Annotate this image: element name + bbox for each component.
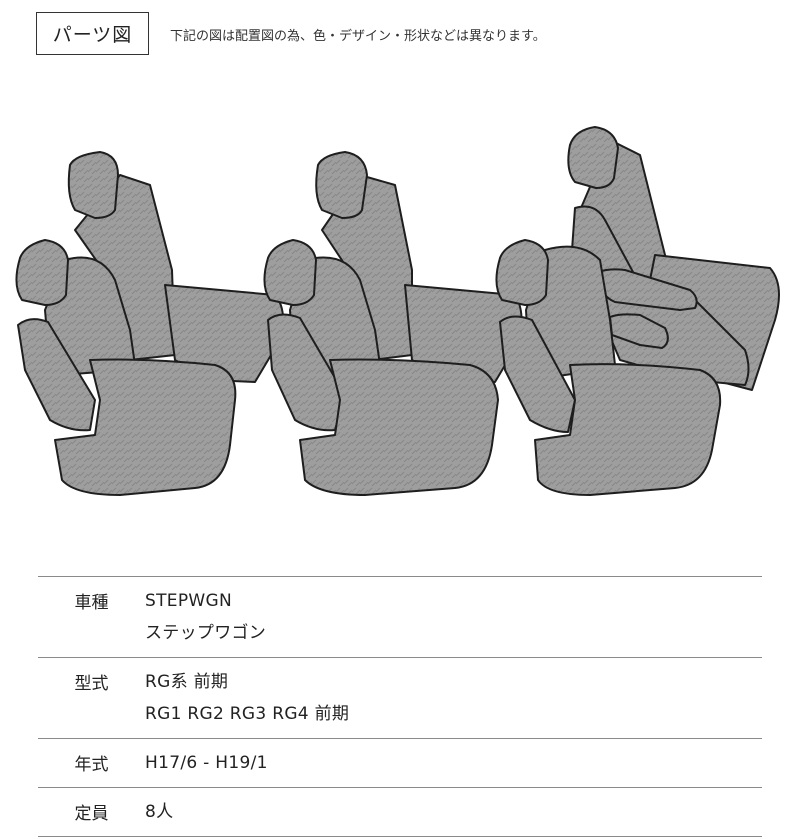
- spec-row-model: 車種 STEPWGN ステップワゴン: [38, 577, 762, 658]
- spec-value: RG系 前期: [145, 672, 229, 692]
- third-row-left-headrest: [495, 239, 549, 306]
- second-row-left-headrest: [263, 239, 317, 306]
- spec-values: RG系 前期 RG1 RG2 RG3 RG4 前期: [145, 658, 762, 738]
- parts-diagram-label: パーツ図: [36, 12, 149, 55]
- front-left-side-bolster: [17, 318, 96, 432]
- second-row-right-backrest: [321, 174, 413, 361]
- front-left-cushion: [54, 358, 237, 496]
- spec-value: 8人: [145, 802, 174, 822]
- front-right-headrest: [67, 151, 119, 219]
- seat-parts-diagram: [15, 126, 780, 496]
- spec-values: STEPWGN ステップワゴン: [145, 577, 762, 657]
- armrest-lower: [609, 313, 669, 349]
- spec-value: H17/6 - H19/1: [145, 753, 268, 773]
- spec-label: 定員: [74, 804, 109, 824]
- spec-row-capacity: 定員 8人: [38, 788, 762, 837]
- front-left-headrest: [15, 239, 69, 306]
- third-row-left-side-bolster: [499, 315, 576, 433]
- spec-label: 車種: [74, 593, 109, 613]
- spec-value: RG1 RG2 RG3 RG4 前期: [145, 704, 350, 724]
- spec-table: 車種 STEPWGN ステップワゴン 型式 RG系 前期 RG1 RG2 RG3…: [38, 576, 762, 837]
- third-row-left-cushion: [534, 363, 722, 496]
- spec-value: STEPWGN: [145, 591, 232, 611]
- spec-label: 型式: [74, 674, 109, 694]
- spec-label: 年式: [74, 755, 109, 775]
- spec-value: ステップワゴン: [145, 623, 267, 643]
- parts-diagram-label-text: パーツ図: [52, 24, 133, 46]
- spec-row-type: 型式 RG系 前期 RG1 RG2 RG3 RG4 前期: [38, 658, 762, 739]
- front-seat-group: [15, 151, 285, 496]
- diagram-notice: 下記の図は配置図の為、色・デザイン・形状などは異なります。: [170, 29, 546, 44]
- second-row-right-headrest: [315, 151, 368, 219]
- third-row-right-headrest: [567, 126, 619, 189]
- front-right-backrest: [74, 174, 176, 361]
- second-row-left-cushion: [299, 358, 499, 496]
- third-row-seat-group: [495, 126, 780, 496]
- spec-values: H17/6 - H19/1: [145, 739, 762, 787]
- spec-values: 8人: [145, 788, 762, 836]
- second-row-seat-group: [263, 151, 523, 496]
- spec-row-year: 年式 H17/6 - H19/1: [38, 739, 762, 788]
